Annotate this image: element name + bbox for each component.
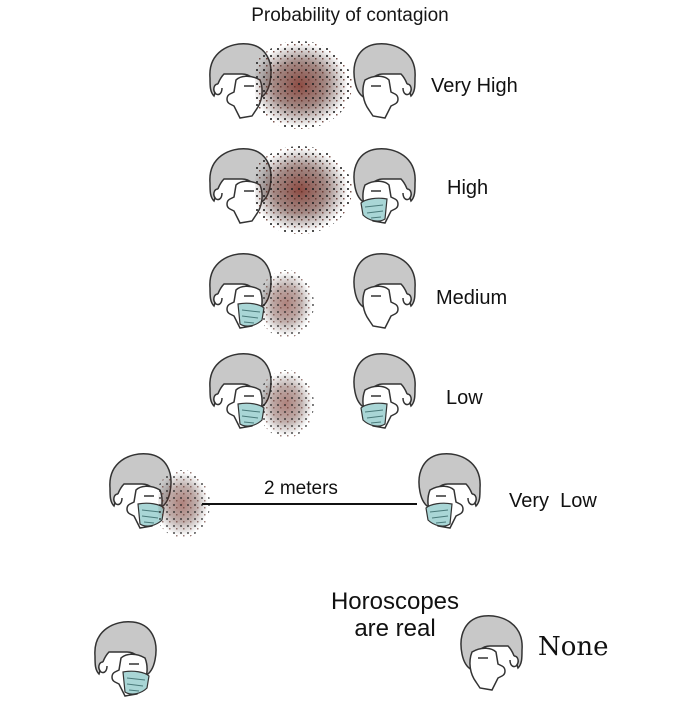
spray-cloud-small [262, 370, 314, 438]
probability-label: Low [446, 387, 483, 409]
probability-label-none: None [538, 632, 609, 662]
probability-label: Very High [431, 75, 518, 97]
listener-head-icon [353, 43, 416, 119]
listener-head-icon [460, 615, 523, 691]
spray-cloud-small [262, 270, 314, 338]
listener-head-masked-icon [418, 453, 481, 529]
joke-caption: Horoscopes are real [320, 588, 470, 642]
probability-label: Very Low [509, 490, 597, 512]
spray-cloud-small [158, 470, 210, 538]
listener-head-icon [353, 253, 416, 329]
listener-head-masked-icon [353, 353, 416, 429]
distant-masked-head-icon [94, 621, 157, 697]
probability-label: High [447, 177, 489, 199]
distance-label: 2 meters [264, 478, 338, 499]
diagram-title: Probability of contagion [251, 5, 449, 26]
spray-cloud-large [255, 146, 352, 234]
spray-cloud-large [255, 41, 352, 129]
joke-line-2: are real [354, 615, 436, 642]
probability-label: Medium [436, 287, 508, 309]
joke-line-1: Horoscopes [330, 588, 460, 615]
listener-head-masked-icon [353, 148, 416, 224]
distance-line [202, 503, 417, 505]
